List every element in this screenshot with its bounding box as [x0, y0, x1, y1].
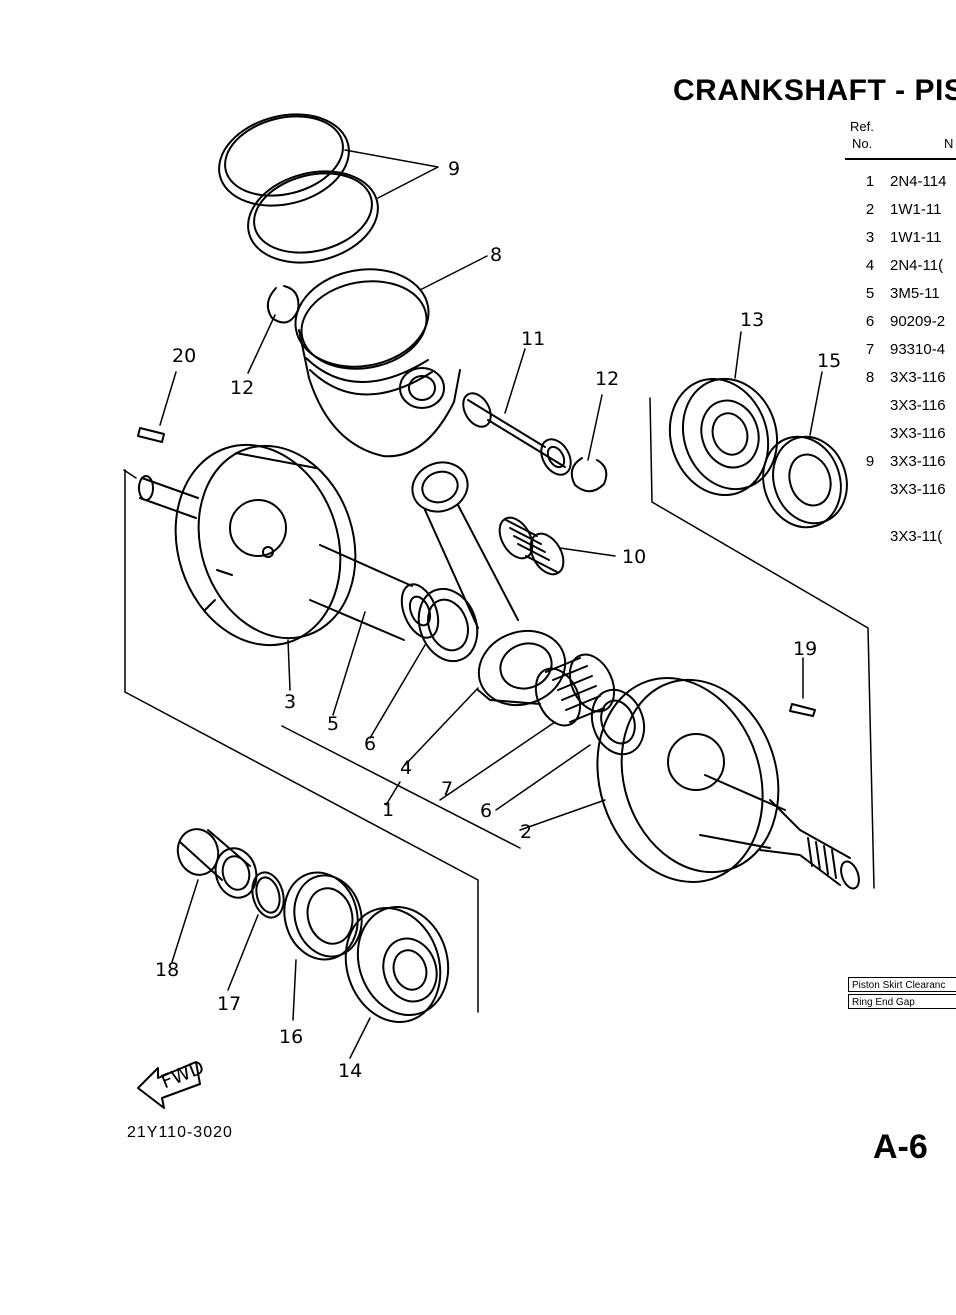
header-ref: Ref.	[850, 119, 874, 134]
row-ref: 1	[865, 173, 875, 190]
row-part-number: 90209-2	[890, 313, 946, 330]
row-part-number: 3X3-116	[890, 481, 946, 498]
page-number: A-6	[873, 1128, 928, 1166]
page-title: CRANKSHAFT - PIS	[673, 74, 956, 107]
circlips	[266, 285, 608, 493]
row-ref: 6	[865, 313, 875, 330]
callout-labels: 1 2 3 4 5 6 6 7 8 9 10 11 12 12 13 14 15…	[155, 158, 841, 1082]
row-part-number: 3X3-116	[890, 453, 946, 470]
row-part-number: 93310-4	[890, 341, 946, 358]
callout-16: 16	[279, 1026, 303, 1048]
callout-19: 19	[793, 638, 817, 660]
callout-4: 4	[400, 757, 412, 779]
callout-12a: 12	[230, 377, 254, 399]
callout-13: 13	[740, 309, 764, 331]
bearing-and-seal-right	[668, 377, 848, 529]
bearing-and-seal-left	[176, 828, 450, 1023]
callout-6b: 6	[480, 800, 492, 822]
row-part-number: 2N4-11(	[890, 257, 944, 274]
callout-15: 15	[817, 350, 841, 372]
callout-5: 5	[327, 713, 339, 735]
row-part-number: 3X3-116	[890, 369, 946, 386]
row-part-number: 3X3-116	[890, 397, 946, 414]
row-part-number: 1W1-11	[890, 229, 942, 246]
small-end-bearing	[498, 516, 565, 576]
table-header: Ref. No.	[850, 118, 874, 152]
row-ref: 3	[865, 229, 875, 246]
header-no: No.	[852, 136, 873, 151]
spec-ring-end-gap: Ring End Gap	[848, 994, 956, 1009]
thrust-washers	[417, 587, 646, 756]
crank-half-right	[596, 677, 860, 890]
row-ref: 2	[865, 201, 875, 218]
callout-14: 14	[338, 1060, 362, 1082]
callout-10: 10	[622, 546, 646, 568]
row-ref: 7	[865, 341, 875, 358]
leader-lines	[159, 149, 823, 1059]
callout-7: 7	[441, 778, 453, 800]
callout-3: 3	[284, 691, 296, 713]
row-ref: 8	[865, 369, 875, 386]
diagram-code: 21Y110-3020	[127, 1124, 233, 1141]
piston-pin	[462, 392, 572, 476]
piston-rings	[218, 113, 379, 264]
spec-piston-skirt-clearance: Piston Skirt Clearanc	[848, 977, 956, 992]
row-ref: 9	[865, 453, 875, 470]
callout-1: 1	[382, 799, 394, 821]
callout-8: 8	[490, 244, 502, 266]
piston	[294, 268, 461, 458]
row-part-number: 3X3-11(	[890, 528, 943, 545]
row-part-number: 3X3-116	[890, 425, 946, 442]
callout-9: 9	[448, 158, 460, 180]
header-part: N	[944, 136, 954, 151]
callout-6a: 6	[364, 733, 376, 755]
woodruff-keys	[137, 427, 816, 717]
callout-12b: 12	[595, 368, 619, 390]
big-end-bearing	[534, 653, 616, 727]
callout-18: 18	[155, 959, 179, 981]
row-part-number: 3M5-11	[890, 285, 940, 302]
row-part-number: 2N4-114	[890, 173, 947, 190]
callout-11: 11	[521, 328, 545, 350]
callout-2: 2	[520, 821, 532, 843]
connecting-rod	[411, 461, 567, 707]
assembly-frame	[123, 397, 875, 1013]
row-part-number: 1W1-11	[890, 201, 942, 218]
row-ref: 4	[865, 257, 875, 274]
crank-pin	[309, 544, 440, 641]
table-rule	[845, 158, 956, 160]
callout-17: 17	[217, 993, 241, 1015]
crank-half-left	[138, 443, 357, 647]
callout-20: 20	[172, 345, 196, 367]
row-ref: 5	[865, 285, 875, 302]
fwd-arrow-icon: FWD	[137, 1056, 207, 1109]
fwd-label: FWD	[158, 1056, 207, 1093]
